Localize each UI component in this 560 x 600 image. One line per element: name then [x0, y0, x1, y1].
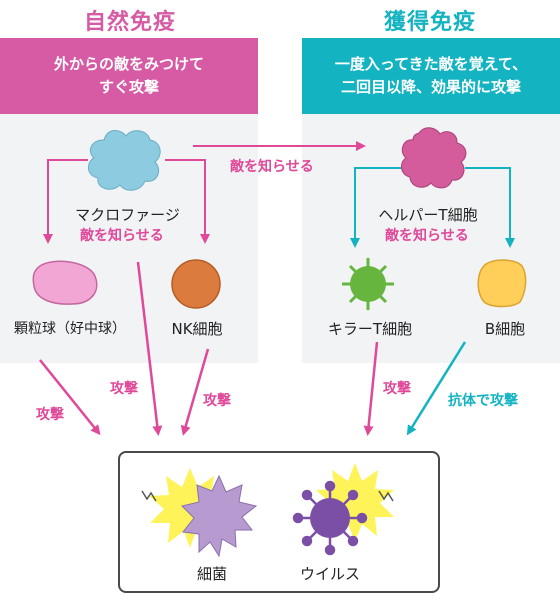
helper-branch-arrows	[350, 167, 515, 248]
granulocyte-cell-icon	[32, 260, 98, 305]
attack-label-killer-t: 攻撃	[383, 381, 411, 397]
nk-cell-icon	[171, 259, 221, 309]
antibody-attack-label: 抗体で攻撃	[448, 393, 518, 409]
zigzag-icon	[378, 490, 394, 502]
b-cell-icon	[477, 259, 527, 308]
macrophage-label: マクロファージ	[75, 206, 180, 224]
zigzag-icon	[141, 490, 157, 502]
antibody-attack-arrow	[406, 341, 467, 436]
killer-t-cell-icon	[342, 258, 394, 310]
virus-icon	[292, 480, 368, 556]
attack-label-nk: 攻撃	[203, 393, 231, 409]
macrophage-branch-arrows	[43, 159, 210, 244]
attack-arrows	[39, 261, 379, 436]
granulocyte-label: 顆粒球（好中球）	[14, 321, 126, 337]
bacteria-label: 細菌	[196, 565, 227, 583]
helper-t-cell-icon	[401, 127, 467, 189]
b-cell-label: B細胞	[484, 320, 526, 338]
notify-label-helper: 敵を知らせる	[385, 228, 469, 244]
acquired-immunity-title: 獲得免疫	[383, 10, 476, 35]
bacteria-icon	[181, 474, 258, 558]
virus-label: ウイルス	[299, 565, 360, 583]
killer-t-label: キラーT細胞	[327, 320, 413, 338]
innate-description: 外からの敵をみつけて すぐ攻撃	[0, 38, 258, 114]
attack-label-granulocyte: 攻撃	[36, 407, 64, 423]
innate-immunity-title: 自然免疫	[83, 10, 176, 35]
attack-label-macrophage: 攻撃	[110, 381, 138, 397]
helper-t-label: ヘルパーT細胞	[378, 206, 478, 224]
notify-label-macrophage: 敵を知らせる	[80, 228, 164, 244]
nk-cell-label: NK細胞	[171, 320, 223, 338]
notify-label-bridge: 敵を知らせる	[230, 159, 314, 175]
macrophage-blob-icon	[88, 130, 161, 191]
acquired-description: 一度入ってきた敵を覚えて、 二回目以降、効果的に攻撃	[302, 38, 560, 114]
